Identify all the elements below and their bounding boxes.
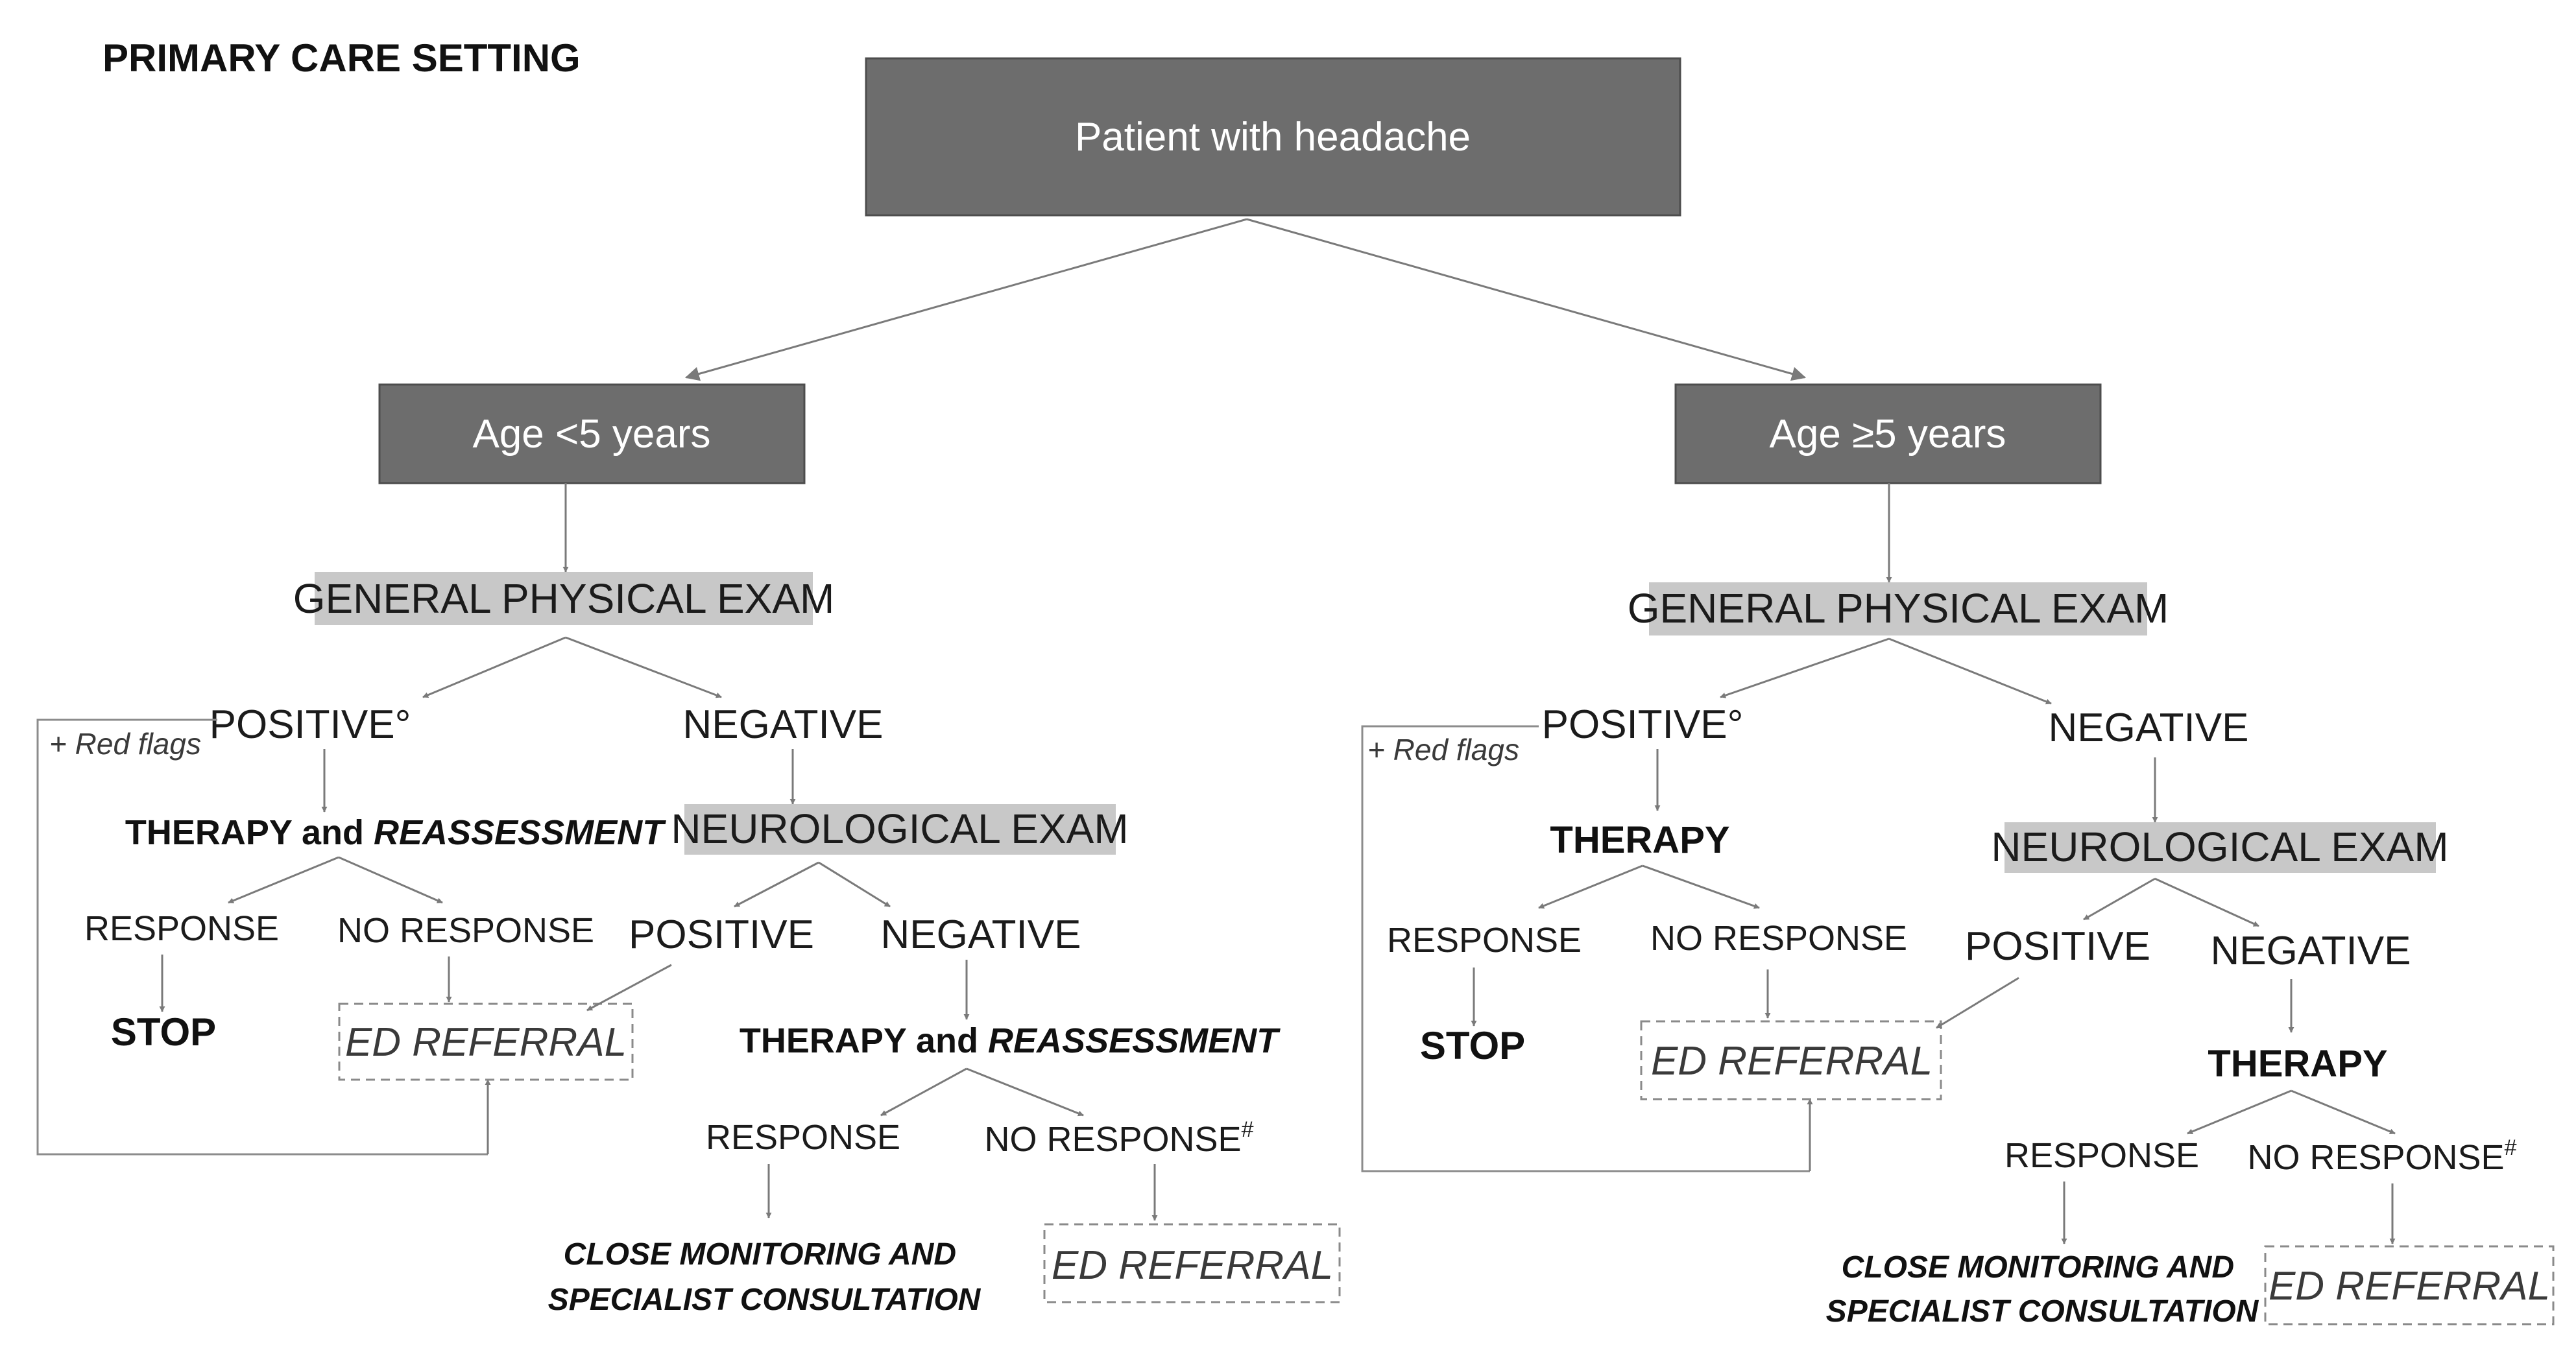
therapy-prefix-left: THERAPY and bbox=[125, 813, 374, 852]
close-monitoring-right: CLOSE MONITORING AND SPECIALIST CONSULTA… bbox=[1826, 1250, 2259, 1329]
no-response-left: NO RESPONSE bbox=[337, 911, 594, 950]
ed-referral-left: ED REFERRAL bbox=[345, 1020, 627, 1065]
ed-referral-box-right bbox=[1640, 1020, 1942, 1100]
arrow-root-to-older bbox=[1246, 218, 1807, 381]
age-under-5-box bbox=[378, 383, 806, 484]
red-flags-connector-left bbox=[36, 719, 488, 1156]
arrow-therapy2-to-no-response-right bbox=[2291, 1089, 2396, 1135]
arrow-therapy2-to-response-right bbox=[2187, 1089, 2292, 1135]
root-node: Patient with headache bbox=[865, 57, 1681, 217]
physical-exam-highlight-left bbox=[315, 572, 813, 625]
neuro-exam-right: NEUROLOGICAL EXAM bbox=[1991, 824, 2448, 870]
no-response2-mark-right: # bbox=[2505, 1135, 2517, 1160]
age-under-5-label: Age <5 years bbox=[472, 412, 710, 457]
neuro-exam-highlight-right bbox=[2004, 822, 2436, 873]
stop-left: STOP bbox=[111, 1010, 216, 1054]
therapy-reassessment-left: THERAPY and REASSESSMENT bbox=[125, 813, 666, 852]
reassessment-left: REASSESSMENT bbox=[374, 813, 666, 852]
red-flags-right: + Red flags bbox=[1367, 733, 1519, 766]
arrow-neuro-to-negative-left bbox=[818, 861, 891, 908]
red-flags-left: + Red flags bbox=[49, 727, 201, 761]
arrow-exam-to-positive-left bbox=[422, 636, 566, 698]
arrow-root-to-young bbox=[684, 218, 1247, 381]
close-monitoring-line1-right: CLOSE MONITORING AND bbox=[1842, 1250, 2234, 1285]
no-response2-mark-left: # bbox=[1242, 1117, 1254, 1142]
branch-under-5: Age <5 years GENERAL PHYSICAL EXAM POSIT… bbox=[36, 383, 1341, 1317]
branch-5-and-over: Age ≥5 years GENERAL PHYSICAL EXAM POSIT… bbox=[1361, 383, 2555, 1329]
neuro-exam-left: NEUROLOGICAL EXAM bbox=[671, 805, 1128, 852]
physical-exam-right: GENERAL PHYSICAL EXAM bbox=[1628, 585, 2169, 632]
arrow-exam-to-negative-left bbox=[565, 636, 722, 698]
reassessment2-left: REASSESSMENT bbox=[988, 1021, 1281, 1060]
arrow-therapy-to-no-response-left bbox=[338, 856, 443, 904]
age-5-plus-box bbox=[1674, 383, 2102, 484]
no-response2-text-left: NO RESPONSE bbox=[984, 1120, 1241, 1159]
neuro-negative-left: NEGATIVE bbox=[881, 912, 1081, 957]
neuro-positive-left: POSITIVE bbox=[629, 912, 814, 957]
no-response-right: NO RESPONSE bbox=[1650, 919, 1907, 958]
arrow-neuro-to-positive-right bbox=[2083, 877, 2156, 921]
neuro-positive-right: POSITIVE bbox=[1965, 924, 2150, 969]
arrow-exam-to-negative-right bbox=[1888, 637, 2052, 705]
root-box bbox=[865, 57, 1681, 217]
ed-referral-2-box-left bbox=[1043, 1223, 1341, 1303]
arrow-therapy2-to-response-left bbox=[880, 1067, 967, 1117]
response-left: RESPONSE bbox=[84, 909, 279, 948]
arrow-therapy2-to-no-response-left bbox=[966, 1067, 1084, 1117]
positive-left: POSITIVE° bbox=[210, 702, 411, 747]
therapy-right: THERAPY bbox=[1550, 819, 1729, 861]
no-response2-left: NO RESPONSE# bbox=[984, 1117, 1253, 1159]
no-response2-right: NO RESPONSE# bbox=[2247, 1135, 2516, 1177]
therapy2-prefix-left: THERAPY and bbox=[740, 1021, 988, 1060]
setting-title: PRIMARY CARE SETTING bbox=[102, 36, 581, 80]
physical-exam-highlight-right bbox=[1649, 582, 2147, 635]
close-monitoring-line1-left: CLOSE MONITORING AND bbox=[564, 1237, 956, 1272]
arrow-therapy-to-no-response-right bbox=[1642, 864, 1760, 909]
arrow-neuro-positive-to-ed-left bbox=[586, 964, 672, 1012]
arrow-neuro-to-negative-right bbox=[2154, 877, 2259, 927]
arrow-therapy-to-response-left bbox=[228, 856, 339, 904]
stop-right: STOP bbox=[1420, 1024, 1525, 1067]
close-monitoring-line2-right: SPECIALIST CONSULTATION bbox=[1826, 1294, 2259, 1329]
arrow-exam-to-positive-right bbox=[1720, 637, 1890, 698]
negative-right: NEGATIVE bbox=[2049, 706, 2249, 750]
response2-left: RESPONSE bbox=[706, 1118, 900, 1157]
close-monitoring-line2-left: SPECIALIST CONSULTATION bbox=[548, 1283, 981, 1317]
therapy-2-right: THERAPY bbox=[2208, 1043, 2387, 1085]
response-right: RESPONSE bbox=[1387, 921, 1582, 960]
arrow-neuro-to-positive-left bbox=[734, 861, 819, 908]
age-5-plus-label: Age ≥5 years bbox=[1770, 412, 2006, 457]
response2-right: RESPONSE bbox=[2004, 1136, 2199, 1175]
ed-referral-2-right: ED REFERRAL bbox=[2269, 1264, 2550, 1309]
close-monitoring-left: CLOSE MONITORING AND SPECIALIST CONSULTA… bbox=[548, 1237, 981, 1317]
negative-left: NEGATIVE bbox=[683, 702, 884, 747]
ed-referral-2-left: ED REFERRAL bbox=[1052, 1243, 1333, 1288]
root-label: Patient with headache bbox=[1075, 115, 1471, 160]
neuro-negative-right: NEGATIVE bbox=[2211, 929, 2411, 973]
neuro-exam-highlight-left bbox=[684, 804, 1116, 855]
no-response2-text-right: NO RESPONSE bbox=[2247, 1138, 2504, 1177]
physical-exam-left: GENERAL PHYSICAL EXAM bbox=[293, 575, 835, 622]
arrow-therapy-to-response-right bbox=[1538, 864, 1643, 909]
arrow-neuro-positive-to-ed-right bbox=[1936, 977, 2019, 1029]
therapy-reassessment-2-left: THERAPY and REASSESSMENT bbox=[740, 1021, 1281, 1060]
ed-referral-box-left bbox=[338, 1003, 634, 1081]
red-flags-connector-right bbox=[1361, 725, 1810, 1172]
ed-referral-2-box-right bbox=[2264, 1245, 2555, 1325]
positive-right: POSITIVE° bbox=[1542, 702, 1744, 747]
ed-referral-right: ED REFERRAL bbox=[1651, 1039, 1932, 1084]
